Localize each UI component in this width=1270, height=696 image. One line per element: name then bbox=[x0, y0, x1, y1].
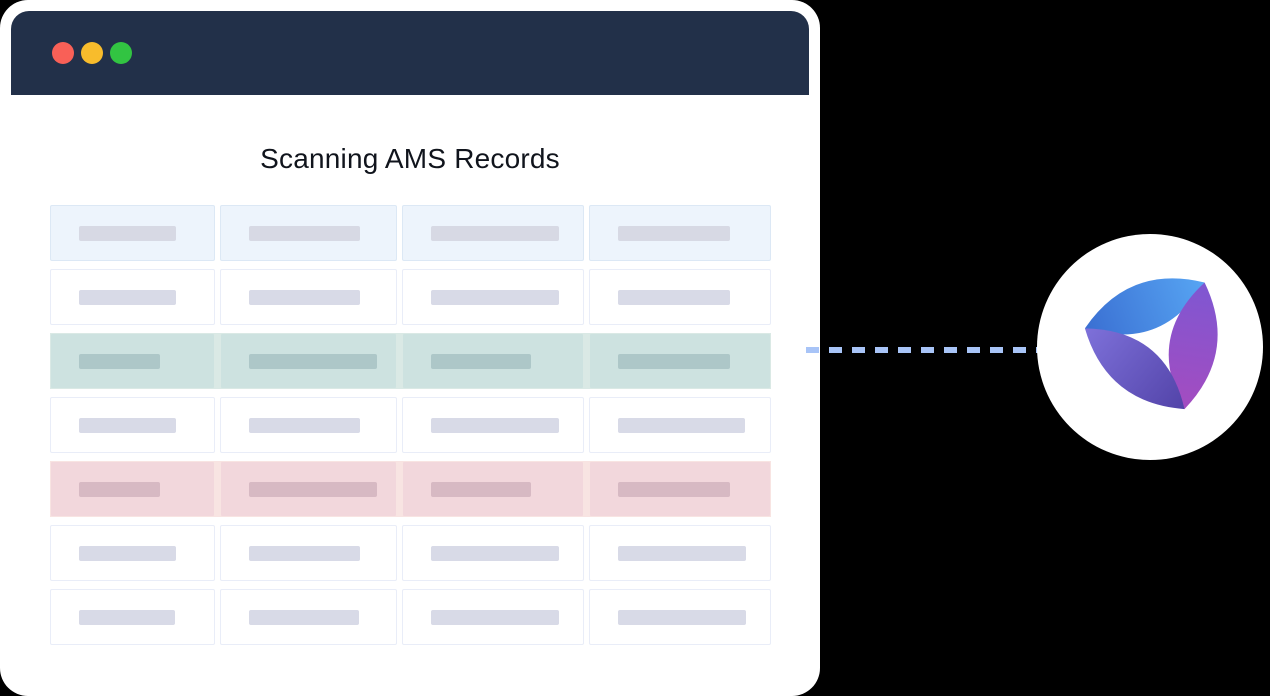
browser-window: Scanning AMS Records bbox=[0, 0, 820, 696]
placeholder-bar bbox=[249, 481, 377, 497]
table-cell bbox=[589, 269, 771, 325]
placeholder-bar bbox=[249, 353, 377, 369]
table-cell bbox=[50, 205, 215, 261]
placeholder-bar bbox=[431, 481, 531, 497]
placeholder-bar bbox=[618, 289, 730, 305]
logo-petal-indigo bbox=[1084, 328, 1185, 410]
table-cell bbox=[589, 589, 771, 645]
placeholder-bar bbox=[431, 545, 559, 561]
table-cell bbox=[50, 589, 215, 645]
ams-logo-circle bbox=[1037, 234, 1263, 460]
table-row-error bbox=[50, 461, 771, 517]
table-cell bbox=[220, 205, 397, 261]
table-row-plain bbox=[50, 589, 771, 645]
placeholder-bar bbox=[431, 353, 531, 369]
placeholder-bar bbox=[249, 609, 359, 625]
placeholder-bar bbox=[618, 353, 730, 369]
table-cell bbox=[589, 461, 771, 517]
table-cell bbox=[50, 461, 215, 517]
table-cell bbox=[589, 205, 771, 261]
placeholder-bar bbox=[79, 225, 176, 241]
placeholder-bar bbox=[618, 225, 730, 241]
maximize-window-button[interactable] bbox=[110, 42, 132, 64]
table-row-plain bbox=[50, 269, 771, 325]
placeholder-bar bbox=[249, 289, 360, 305]
close-window-button[interactable] bbox=[52, 42, 74, 64]
placeholder-bar bbox=[618, 609, 746, 625]
table-cell bbox=[220, 397, 397, 453]
connector-dashed-line bbox=[806, 347, 1044, 353]
placeholder-bar bbox=[79, 481, 160, 497]
table-cell bbox=[220, 461, 397, 517]
table-row-header bbox=[50, 205, 771, 261]
table-cell bbox=[220, 525, 397, 581]
table-cell bbox=[402, 269, 584, 325]
table-cell bbox=[220, 269, 397, 325]
table-cell bbox=[402, 589, 584, 645]
window-titlebar bbox=[11, 11, 809, 95]
table-cell bbox=[50, 397, 215, 453]
placeholder-bar bbox=[249, 417, 360, 433]
table-cell bbox=[50, 269, 215, 325]
placeholder-bar bbox=[79, 417, 176, 433]
table-row-plain bbox=[50, 397, 771, 453]
table-row-success bbox=[50, 333, 771, 389]
table-cell bbox=[589, 525, 771, 581]
minimize-window-button[interactable] bbox=[81, 42, 103, 64]
table-cell bbox=[220, 589, 397, 645]
placeholder-bar bbox=[618, 545, 746, 561]
table-cell bbox=[402, 525, 584, 581]
records-table bbox=[50, 205, 771, 645]
placeholder-bar bbox=[431, 609, 559, 625]
table-cell bbox=[402, 333, 584, 389]
placeholder-bar bbox=[431, 289, 559, 305]
page-title: Scanning AMS Records bbox=[260, 143, 560, 174]
placeholder-bar bbox=[618, 481, 730, 497]
table-cell bbox=[402, 397, 584, 453]
table-cell bbox=[589, 333, 771, 389]
logo-petal-purple bbox=[1168, 282, 1218, 410]
placeholder-bar bbox=[431, 225, 559, 241]
table-cell bbox=[50, 525, 215, 581]
placeholder-bar bbox=[249, 545, 360, 561]
placeholder-bar bbox=[79, 609, 175, 625]
table-cell bbox=[589, 397, 771, 453]
placeholder-bar bbox=[79, 353, 160, 369]
table-cell bbox=[402, 461, 584, 517]
placeholder-bar bbox=[79, 289, 176, 305]
placeholder-bar bbox=[431, 417, 559, 433]
placeholder-bar bbox=[618, 417, 745, 433]
ams-logo-icon bbox=[1084, 278, 1218, 410]
logo-petal-blue bbox=[1084, 278, 1205, 335]
placeholder-bar bbox=[79, 545, 176, 561]
table-cell bbox=[220, 333, 397, 389]
table-row-plain bbox=[50, 525, 771, 581]
table-cell bbox=[402, 205, 584, 261]
table-cell bbox=[50, 333, 215, 389]
placeholder-bar bbox=[249, 225, 360, 241]
